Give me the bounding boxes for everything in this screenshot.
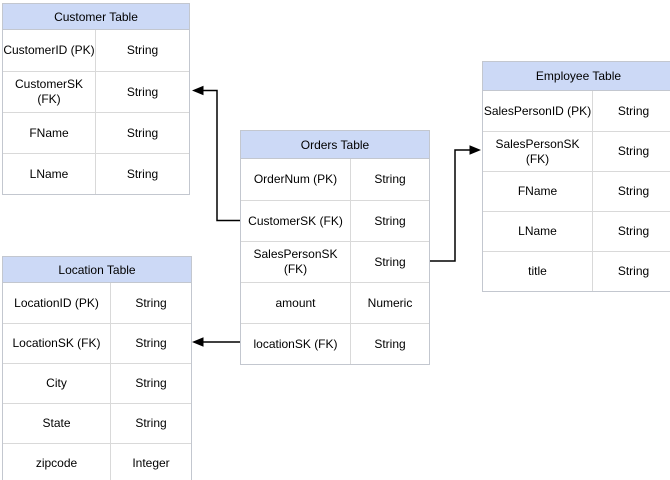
field-name: SalesPersonID (PK): [483, 91, 593, 131]
field-name: OrderNum (PK): [241, 159, 351, 200]
table-row[interactable]: FName String: [483, 171, 670, 211]
field-type: String: [374, 336, 406, 351]
field-type: String: [135, 416, 167, 430]
table-row[interactable]: LocationID (PK) String: [3, 283, 191, 323]
field-name: LocationSK (FK): [3, 324, 111, 363]
table-row[interactable]: OrderNum (PK) String: [241, 159, 429, 200]
field-name: SalesPersonSK (FK): [241, 242, 351, 282]
entity-title-orders[interactable]: Orders Table: [241, 131, 429, 159]
field-type: String: [126, 84, 159, 99]
entity-customer-table[interactable]: Customer Table CustomerID (PK) String Cu…: [2, 3, 190, 195]
connector-orders-to-employee[interactable]: [430, 145, 481, 262]
field-type: String: [126, 125, 159, 140]
field-type: String: [374, 254, 406, 269]
table-row[interactable]: amount Numeric: [241, 282, 429, 323]
field-name: zipcode: [3, 444, 111, 480]
field-name: title: [483, 252, 593, 291]
field-type: String: [374, 213, 406, 228]
field-name: CustomerSK (FK): [3, 72, 96, 112]
field-name: LName: [483, 212, 593, 251]
field-name: City: [3, 364, 111, 403]
table-row[interactable]: LocationSK (FK) String: [3, 323, 191, 363]
field-type: String: [617, 184, 650, 198]
field-type: String: [135, 336, 167, 350]
field-type: String: [374, 172, 406, 186]
field-name: LName: [3, 154, 96, 194]
table-row[interactable]: SalesPersonID (PK) String: [483, 91, 670, 131]
field-name: amount: [241, 283, 351, 323]
field-type: String: [617, 144, 650, 158]
table-row[interactable]: LName String: [483, 211, 670, 251]
table-row[interactable]: SalesPersonSK (FK) String: [241, 241, 429, 282]
field-type: Integer: [132, 456, 170, 470]
arrowhead-icon: [192, 85, 204, 96]
table-row[interactable]: locationSK (FK) String: [241, 323, 429, 364]
connector-orders-to-location[interactable]: [192, 337, 240, 347]
table-row[interactable]: LName String: [3, 153, 189, 194]
connector-orders-to-customer[interactable]: [192, 85, 240, 222]
field-name: State: [3, 404, 111, 443]
entity-orders-table[interactable]: Orders Table OrderNum (PK) String Custom…: [240, 130, 430, 365]
field-name: CustomerID (PK): [3, 30, 96, 71]
table-row[interactable]: CustomerID (PK) String: [3, 30, 189, 71]
field-name: CustomerSK (FK): [241, 201, 351, 241]
entity-location-table[interactable]: Location Table LocationID (PK) String Lo…: [2, 256, 192, 480]
entity-employee-table[interactable]: Employee Table SalesPersonID (PK) String…: [482, 61, 670, 292]
field-type: String: [126, 166, 159, 181]
arrowhead-icon: [192, 337, 204, 347]
field-type: String: [617, 264, 650, 278]
table-row[interactable]: City String: [3, 363, 191, 403]
entity-title-employee[interactable]: Employee Table: [483, 62, 670, 91]
field-type: String: [135, 295, 167, 310]
table-row[interactable]: State String: [3, 403, 191, 443]
field-name: SalesPersonSK (FK): [483, 132, 593, 171]
table-row[interactable]: CustomerSK (FK) String: [241, 200, 429, 241]
table-row[interactable]: SalesPersonSK (FK) String: [483, 131, 670, 171]
field-type: String: [617, 103, 650, 118]
table-row[interactable]: zipcode Integer: [3, 443, 191, 480]
field-type: String: [135, 376, 167, 390]
field-type: String: [126, 43, 159, 57]
field-name: FName: [483, 172, 593, 211]
entity-title-location[interactable]: Location Table: [3, 257, 191, 283]
table-row[interactable]: CustomerSK (FK) String: [3, 71, 189, 112]
table-row[interactable]: title String: [483, 251, 670, 291]
field-type: String: [617, 224, 650, 238]
table-row[interactable]: FName String: [3, 112, 189, 153]
field-name: FName: [3, 113, 96, 153]
field-name: locationSK (FK): [241, 324, 351, 364]
field-name: LocationID (PK): [3, 283, 111, 323]
arrowhead-icon: [469, 145, 481, 155]
field-type: Numeric: [367, 295, 413, 310]
entity-title-customer[interactable]: Customer Table: [3, 4, 189, 30]
